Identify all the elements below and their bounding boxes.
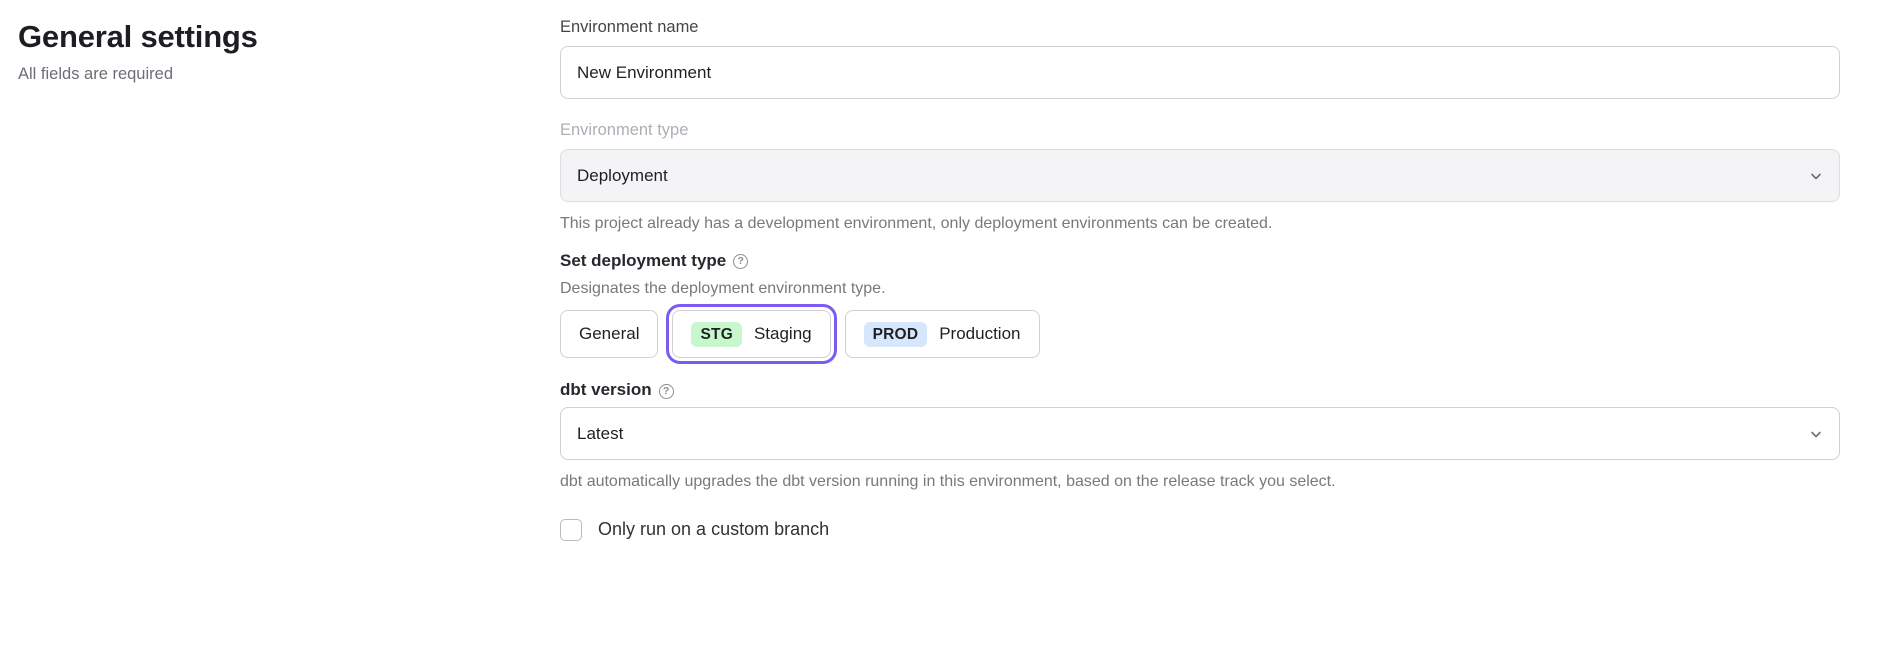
dbt-version-field: dbt version ? Latest dbt automatically u… <box>560 380 1840 493</box>
dbt-version-label-row: dbt version ? <box>560 380 674 400</box>
deployment-type-option-production[interactable]: PROD Production <box>844 310 1040 359</box>
deployment-type-field: Set deployment type ? Designates the dep… <box>560 250 1840 365</box>
page-subtitle: All fields are required <box>18 65 173 84</box>
deployment-type-option-general[interactable]: General <box>560 310 659 359</box>
deployment-type-label: Set deployment type <box>560 250 727 270</box>
deployment-type-options: General STG Staging PROD Production <box>560 304 1840 365</box>
settings-header-column: General settings All fields are required <box>0 18 560 660</box>
environment-type-select[interactable]: Deployment <box>560 149 1840 202</box>
environment-type-label: Environment type <box>560 121 689 139</box>
deployment-type-option-general-label: General <box>579 324 640 344</box>
deployment-type-description: Designates the deployment environment ty… <box>560 279 886 297</box>
page-title: General settings <box>18 19 258 54</box>
deployment-type-option-staging-label: Staging <box>753 324 812 344</box>
spacer <box>560 358 1840 380</box>
custom-branch-row[interactable]: Only run on a custom branch <box>560 518 1840 541</box>
environment-name-field: Environment name <box>560 18 1840 99</box>
environment-name-label: Environment name <box>560 18 699 36</box>
help-circle-icon[interactable]: ? <box>658 383 674 399</box>
chevron-down-icon <box>1809 169 1823 183</box>
staging-badge: STG <box>691 321 742 347</box>
chevron-down-icon <box>1809 427 1823 441</box>
spacer <box>560 235 1840 251</box>
deployment-type-label-row: Set deployment type ? <box>560 250 749 271</box>
dbt-version-help-text: dbt automatically upgrades the dbt versi… <box>560 473 1336 491</box>
dbt-version-select[interactable]: Latest <box>560 407 1840 461</box>
deployment-type-option-staging[interactable]: STG Staging <box>666 304 837 365</box>
dbt-version-value: Latest <box>577 423 624 443</box>
deployment-type-option-production-label: Production <box>939 324 1021 344</box>
help-circle-icon[interactable]: ? <box>733 254 749 270</box>
environment-type-field: Environment type Deployment This project… <box>560 121 1840 235</box>
custom-branch-checkbox[interactable] <box>560 518 582 541</box>
environment-name-input[interactable] <box>560 46 1840 99</box>
production-badge: PROD <box>863 321 928 347</box>
settings-form: Environment name Environment type Deploy… <box>560 18 1888 660</box>
dbt-version-label: dbt version <box>560 380 652 400</box>
environment-type-help-text: This project already has a development e… <box>560 215 1273 232</box>
environment-type-value: Deployment <box>577 165 668 185</box>
spacer <box>560 99 1840 121</box>
custom-branch-label[interactable]: Only run on a custom branch <box>598 519 830 540</box>
